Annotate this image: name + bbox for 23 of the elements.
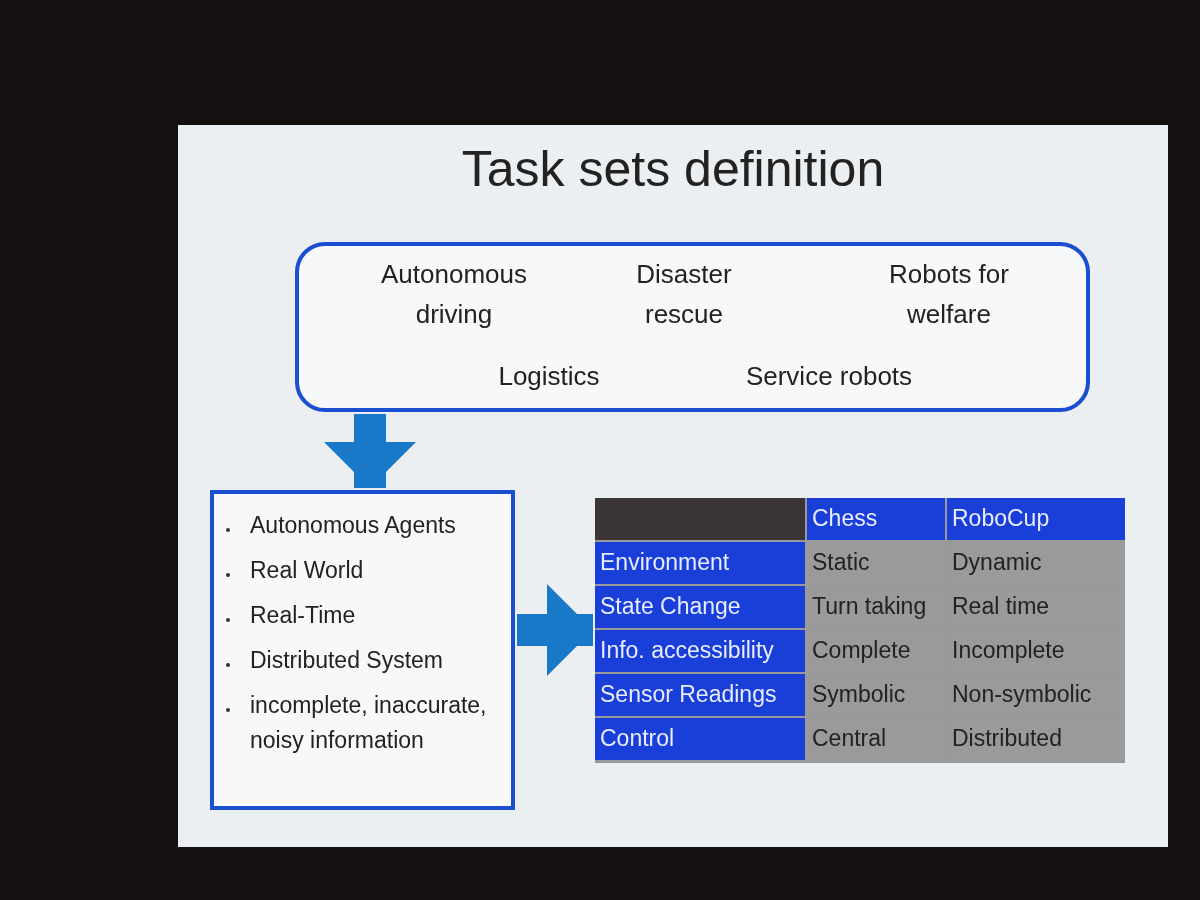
row-header: Environment [595, 542, 805, 584]
row-header: State Change [595, 586, 805, 628]
list-item: Distributed System [250, 646, 444, 675]
list-box [210, 490, 515, 810]
list-item: incomplete, inaccurate, noisy information [250, 691, 488, 755]
row-header: Info. accessibility [595, 630, 805, 672]
slide-title: Task sets definition [460, 140, 886, 198]
list-item: Autonomous Agents [250, 511, 457, 540]
task-label: Service robots [744, 360, 914, 393]
row-header: Control [595, 718, 805, 760]
task-label: Disaster rescue [635, 258, 733, 331]
comparison-table [595, 498, 1125, 763]
task-label: Autonomous driving [380, 258, 528, 331]
list-item: Real World [250, 556, 365, 585]
task-label: Robots for welfare [888, 258, 1010, 331]
list-item: Real-Time [250, 601, 357, 630]
block-arrow [324, 414, 416, 488]
column-header: RoboCup [947, 498, 1125, 540]
task-label: Logistics [497, 360, 601, 393]
row-header: Sensor Readings [595, 674, 805, 716]
column-header: Chess [807, 498, 945, 540]
block-arrow [517, 584, 593, 676]
rounded-box [295, 242, 1090, 412]
